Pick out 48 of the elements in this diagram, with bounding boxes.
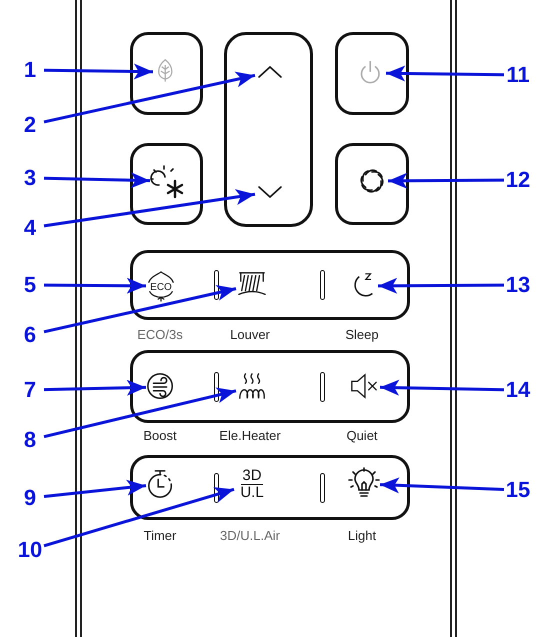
callout-number: 15 [504, 477, 532, 503]
arrow [380, 477, 504, 494]
arrow [44, 278, 146, 294]
button-caption: Quiet [346, 428, 378, 443]
callout-number: 11 [504, 62, 532, 88]
button-panel [130, 455, 410, 520]
callout-number: 6 [16, 322, 44, 348]
button-caption: 3D/U.L.Air [220, 528, 280, 543]
remote-button [335, 143, 409, 225]
button-caption: Light [348, 528, 376, 543]
arrow [44, 172, 150, 188]
callout-number: 10 [16, 537, 44, 563]
button-caption: ECO/3s [137, 327, 183, 342]
button-panel [130, 350, 410, 423]
callout-number: 2 [16, 112, 44, 138]
arrow [386, 65, 504, 82]
callout-number: 13 [504, 272, 532, 298]
remote-button [335, 32, 409, 115]
arrow [44, 480, 146, 498]
arrow [44, 72, 256, 124]
arrow [378, 278, 504, 294]
arrow [44, 380, 146, 396]
callout-number: 9 [16, 485, 44, 511]
arrow [44, 487, 234, 548]
button-caption: Timer [144, 528, 176, 543]
arrow [380, 380, 504, 396]
remote-button [130, 32, 203, 115]
arrow [44, 189, 256, 228]
callout-number: 4 [16, 215, 44, 241]
eco-text: ECO [150, 282, 172, 292]
callout-number: 14 [504, 377, 532, 403]
callout-number: 8 [16, 427, 44, 453]
remote-button [130, 143, 203, 225]
callout-number: 12 [504, 167, 532, 193]
callout-number: 3 [16, 165, 44, 191]
callout-number: 7 [16, 377, 44, 403]
button-caption: Ele.Heater [219, 428, 281, 443]
remote-button [224, 32, 313, 227]
arrow [44, 388, 236, 438]
arrow [44, 285, 236, 334]
arrow [388, 172, 504, 189]
arrow [44, 64, 154, 80]
button-caption: Sleep [345, 327, 379, 342]
callout-number: 1 [16, 57, 44, 83]
button-caption: Boost [143, 428, 177, 443]
button-panel [130, 250, 410, 320]
callout-number: 5 [16, 272, 44, 298]
button-caption: Louver [230, 327, 270, 342]
